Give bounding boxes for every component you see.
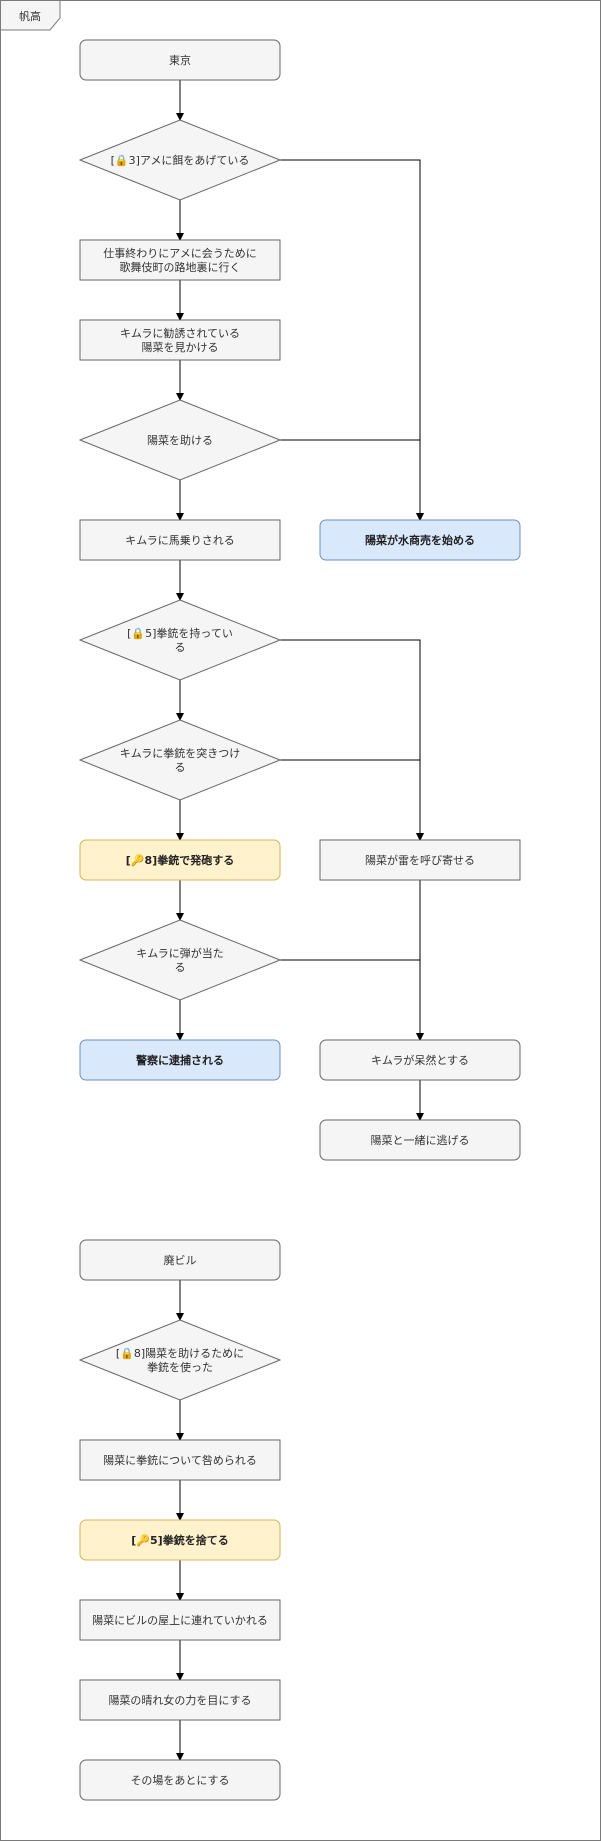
node-label: [🔒5]拳銃を持ってい (127, 626, 233, 640)
process-box (319, 519, 521, 561)
flow-node-n18: 陽菜に拳銃について咎められる (79, 1439, 281, 1481)
flow-node-n20: 陽菜にビルの屋上に連れていかれる (79, 1599, 281, 1641)
node-label: 陽菜を見かける (142, 341, 219, 354)
node-label: る (175, 641, 186, 654)
flow-node-n6: キムラに馬乗りされる (79, 519, 281, 561)
nodes: 東京[🔒3]アメに餌をあげている仕事終わりにアメに会うために歌舞伎町の路地裏に行… (78, 39, 521, 1801)
node-label: キムラに馬乗りされる (125, 534, 234, 547)
node-label: キムラに拳銃を突きつけ (120, 746, 240, 760)
process-box (79, 1759, 281, 1801)
node-label: [🔒3]アメに餌をあげている (111, 153, 250, 167)
node-label: キムラに勧誘されている (120, 326, 240, 340)
frame-label: 帆高 (19, 9, 41, 23)
flow-node-n14: キムラが呆然とする (319, 1039, 521, 1081)
edge-n9-to-n11 (280, 759, 424, 841)
process-box (79, 1039, 281, 1081)
edges (176, 80, 424, 1761)
process-box (79, 1519, 281, 1561)
decision-diamond (78, 1319, 282, 1401)
decision-diamond (78, 599, 282, 681)
decision-diamond (78, 119, 282, 201)
node-label: 廃ビル (164, 1253, 197, 1267)
process-box (79, 39, 281, 81)
process-box (319, 1039, 521, 1081)
node-label: その場をあとにする (130, 1774, 229, 1787)
process-box (319, 1119, 521, 1161)
node-label: [🔑8]拳銃で発砲する (126, 853, 234, 867)
process-box (79, 239, 281, 281)
node-label: [🔑5]拳銃を捨てる (131, 1533, 228, 1547)
node-label: 東京 (169, 53, 191, 67)
process-box (79, 1599, 281, 1641)
node-label: 陽菜にビルの屋上に連れていかれる (92, 1613, 268, 1627)
flow-node-n11: 陽菜が雷を呼び寄せる (319, 839, 521, 881)
node-label: 陽菜が水商売を始める (365, 533, 475, 547)
flow-node-n19: [🔑5]拳銃を捨てる (79, 1519, 281, 1561)
node-label: る (175, 961, 186, 974)
node-label: 陽菜を助ける (147, 433, 213, 447)
flow-node-n13: 警察に逮捕される (79, 1039, 281, 1081)
flow-node-n16: 廃ビル (79, 1239, 281, 1281)
node-label: 陽菜が雷を呼び寄せる (365, 853, 475, 867)
process-box (79, 839, 281, 881)
node-label: [🔒8]陽菜を助けるために (116, 1346, 244, 1360)
node-label: 陽菜に拳銃について咎められる (103, 1453, 257, 1467)
node-label: 陽菜と一緒に逃げる (371, 1133, 470, 1147)
flow-node-n10: [🔑8]拳銃で発砲する (79, 839, 281, 881)
process-box (319, 839, 521, 881)
node-label: 歌舞伎町の路地裏に行く (120, 260, 241, 274)
flow-node-n22: その場をあとにする (79, 1759, 281, 1801)
process-box (79, 1439, 281, 1481)
flow-node-n15: 陽菜と一緒に逃げる (319, 1119, 521, 1161)
node-label: 拳銃を使った (147, 1360, 213, 1374)
edge-n12-to-n14 (280, 959, 424, 1041)
frame-tab (0, 0, 61, 31)
flow-node-n21: 陽菜の晴れ女の力を目にする (79, 1679, 281, 1721)
process-box (79, 1679, 281, 1721)
node-label: 警察に逮捕される (135, 1053, 224, 1067)
node-label: る (175, 761, 186, 774)
flow-node-n5: 陽菜を助ける (78, 399, 282, 481)
decision-diamond (78, 719, 282, 801)
process-box (79, 1239, 281, 1281)
flow-node-n1: 東京 (79, 39, 281, 81)
edge-n5-to-n7 (280, 439, 424, 521)
flow-node-n2: [🔒3]アメに餌をあげている (78, 119, 282, 201)
process-box (79, 319, 281, 361)
process-box (79, 519, 281, 561)
node-label: 仕事終わりにアメに会うために (103, 246, 256, 260)
decision-diamond (78, 919, 282, 1001)
flow-node-n7: 陽菜が水商売を始める (319, 519, 521, 561)
node-label: キムラに弾が当た (136, 946, 223, 960)
node-label: 陽菜の晴れ女の力を目にする (108, 1693, 251, 1707)
node-label: キムラが呆然とする (371, 1053, 469, 1067)
decision-diamond (78, 399, 282, 481)
edge-n2-to-n7 (280, 159, 424, 521)
